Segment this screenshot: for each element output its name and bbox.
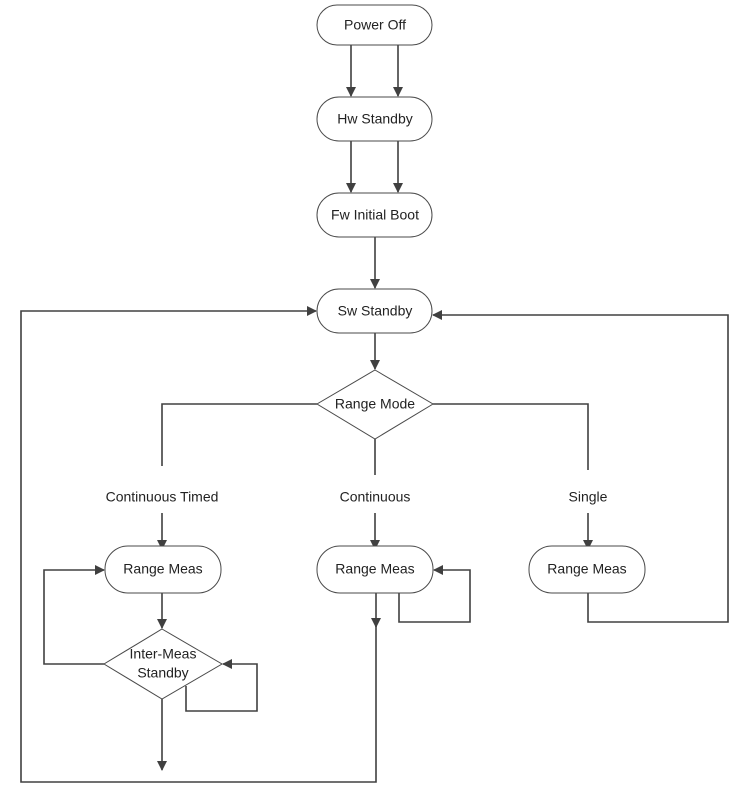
branch-label-continuous-timed: Continuous Timed [106,489,219,505]
edge-intermeas-self [185,659,258,712]
edge-single-return [432,310,729,623]
branch-label-continuous: Continuous [340,489,411,505]
node-label: Fw Initial Boot [331,207,419,223]
node-fw-initial-boot: Fw Initial Boot [316,192,433,238]
node-label: Range Meas [335,561,414,577]
node-range-meas-single: Range Meas [528,545,646,594]
node-label-line1: Inter-Meas [130,646,197,662]
decision-inter-meas-standby: Inter-Meas Standby [103,628,223,700]
node-hw-standby: Hw Standby [316,96,433,142]
branch-label-single: Single [569,489,608,505]
edges [20,45,729,783]
node-label: Range Mode [335,396,415,412]
edge-mode-timed [161,403,317,466]
node-range-meas-timed: Range Meas [104,545,222,594]
node-label-line2: Standby [137,665,188,681]
edge-continuous-self [398,565,471,623]
decision-range-mode: Range Mode [316,369,434,440]
node-label: Power Off [344,17,406,33]
node-power-off: Power Off [316,4,433,46]
edge-mode-single [433,403,589,470]
node-label: Range Meas [123,561,202,577]
edge-intermeas-loopback [43,565,105,665]
node-label: Sw Standby [338,303,413,319]
node-sw-standby: Sw Standby [316,288,433,334]
node-label: Hw Standby [337,111,412,127]
node-label: Range Meas [547,561,626,577]
edge-return-bottom [20,306,377,783]
node-range-meas-continuous: Range Meas [316,545,434,594]
